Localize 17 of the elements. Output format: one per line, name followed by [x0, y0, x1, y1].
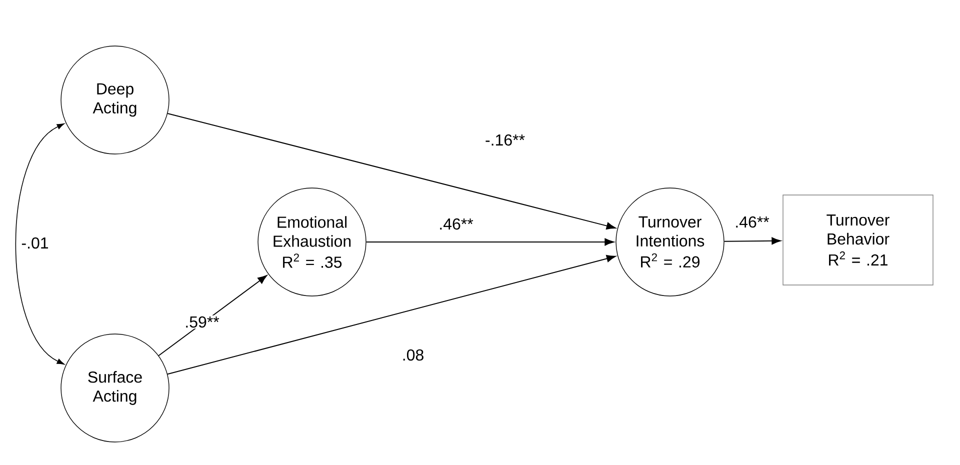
edge-label: .08	[400, 348, 426, 362]
arrow	[366, 238, 614, 246]
process-box: Turnover Behavior R$^{2}$ = .21	[782, 194, 934, 286]
edge-label: -.01	[20, 236, 50, 250]
circle-node: Emotional Exhaustion R$^{2}$ = .35	[258, 188, 366, 296]
edge-label: -.16**	[484, 133, 526, 147]
circle-node: Turnover Intentions R$^{2}$ = .29	[616, 188, 724, 296]
arrow	[167, 254, 616, 375]
edge-label: .59**	[184, 315, 220, 329]
arrow	[15, 123, 64, 365]
circle-node: Deep Acting	[60, 46, 170, 154]
arrow	[158, 275, 268, 356]
edge-label: .46**	[734, 215, 770, 229]
edge-label: .46**	[438, 217, 474, 231]
circle-node: Surface Acting	[60, 334, 170, 442]
arrow	[724, 237, 782, 245]
arrow	[167, 112, 616, 230]
